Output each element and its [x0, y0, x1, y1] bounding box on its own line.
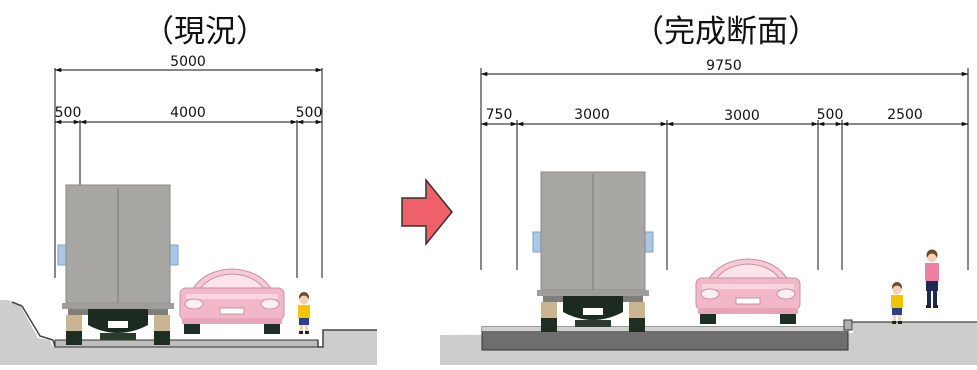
pavement: [54, 339, 319, 348]
truck: [532, 171, 654, 333]
completed-section: 9750 750 3000 3000 500 2500: [440, 58, 977, 365]
dim-total: 5000: [170, 54, 206, 70]
current-section-title: （現況）: [143, 14, 267, 50]
right-arrow-icon: [401, 177, 453, 247]
dim-500: 500: [817, 107, 844, 123]
dim-2500: 2500: [887, 107, 923, 123]
car: [695, 258, 801, 325]
dim-center: 4000: [170, 105, 206, 121]
dim-3000-b: 3000: [724, 108, 760, 124]
ground: [0, 300, 377, 365]
adult-pedestrian: [925, 249, 939, 308]
dim-3000-a: 3000: [574, 107, 610, 123]
truck: [57, 184, 179, 346]
car: [179, 268, 285, 335]
dim-total: 9750: [706, 58, 742, 74]
child-pedestrian: [891, 282, 903, 324]
completed-section-title: （完成断面）: [633, 14, 819, 50]
child-pedestrian: [298, 292, 310, 334]
current-section: 5000 500 4000 500: [0, 54, 377, 365]
dim-left: 500: [55, 105, 82, 121]
dim-750: 750: [486, 107, 513, 123]
curb: [843, 319, 853, 331]
slope-line: [11, 301, 54, 341]
dim-right: 500: [296, 105, 323, 121]
